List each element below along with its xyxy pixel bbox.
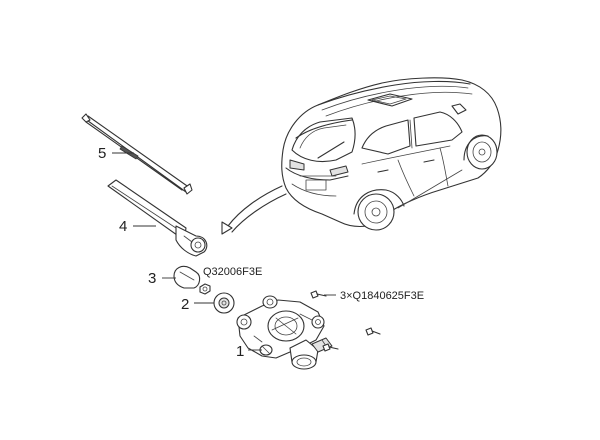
callout-4: 4 [119,218,127,235]
hex-nut-icon [199,283,211,295]
bolt-icon [310,290,327,299]
bolt-part-code: 3×Q1840625F3E [340,290,424,302]
callout-2: 2 [181,296,189,313]
nut-part-code: Q32006F3E [203,266,262,278]
callout-5: 5 [98,145,106,162]
leader-lines [112,152,336,351]
curved-arrow-icon [221,185,287,235]
bolt-icon [322,343,339,352]
wiper-arm-icon [107,179,208,257]
callout-3: 3 [148,270,156,287]
arm-cap-icon [173,265,201,289]
callout-1: 1 [236,343,244,360]
wiper-motor-icon [236,295,333,370]
bolt-icon [365,327,381,336]
suv-rear-three-quarter-icon [281,77,502,231]
grommet-icon [213,292,235,314]
